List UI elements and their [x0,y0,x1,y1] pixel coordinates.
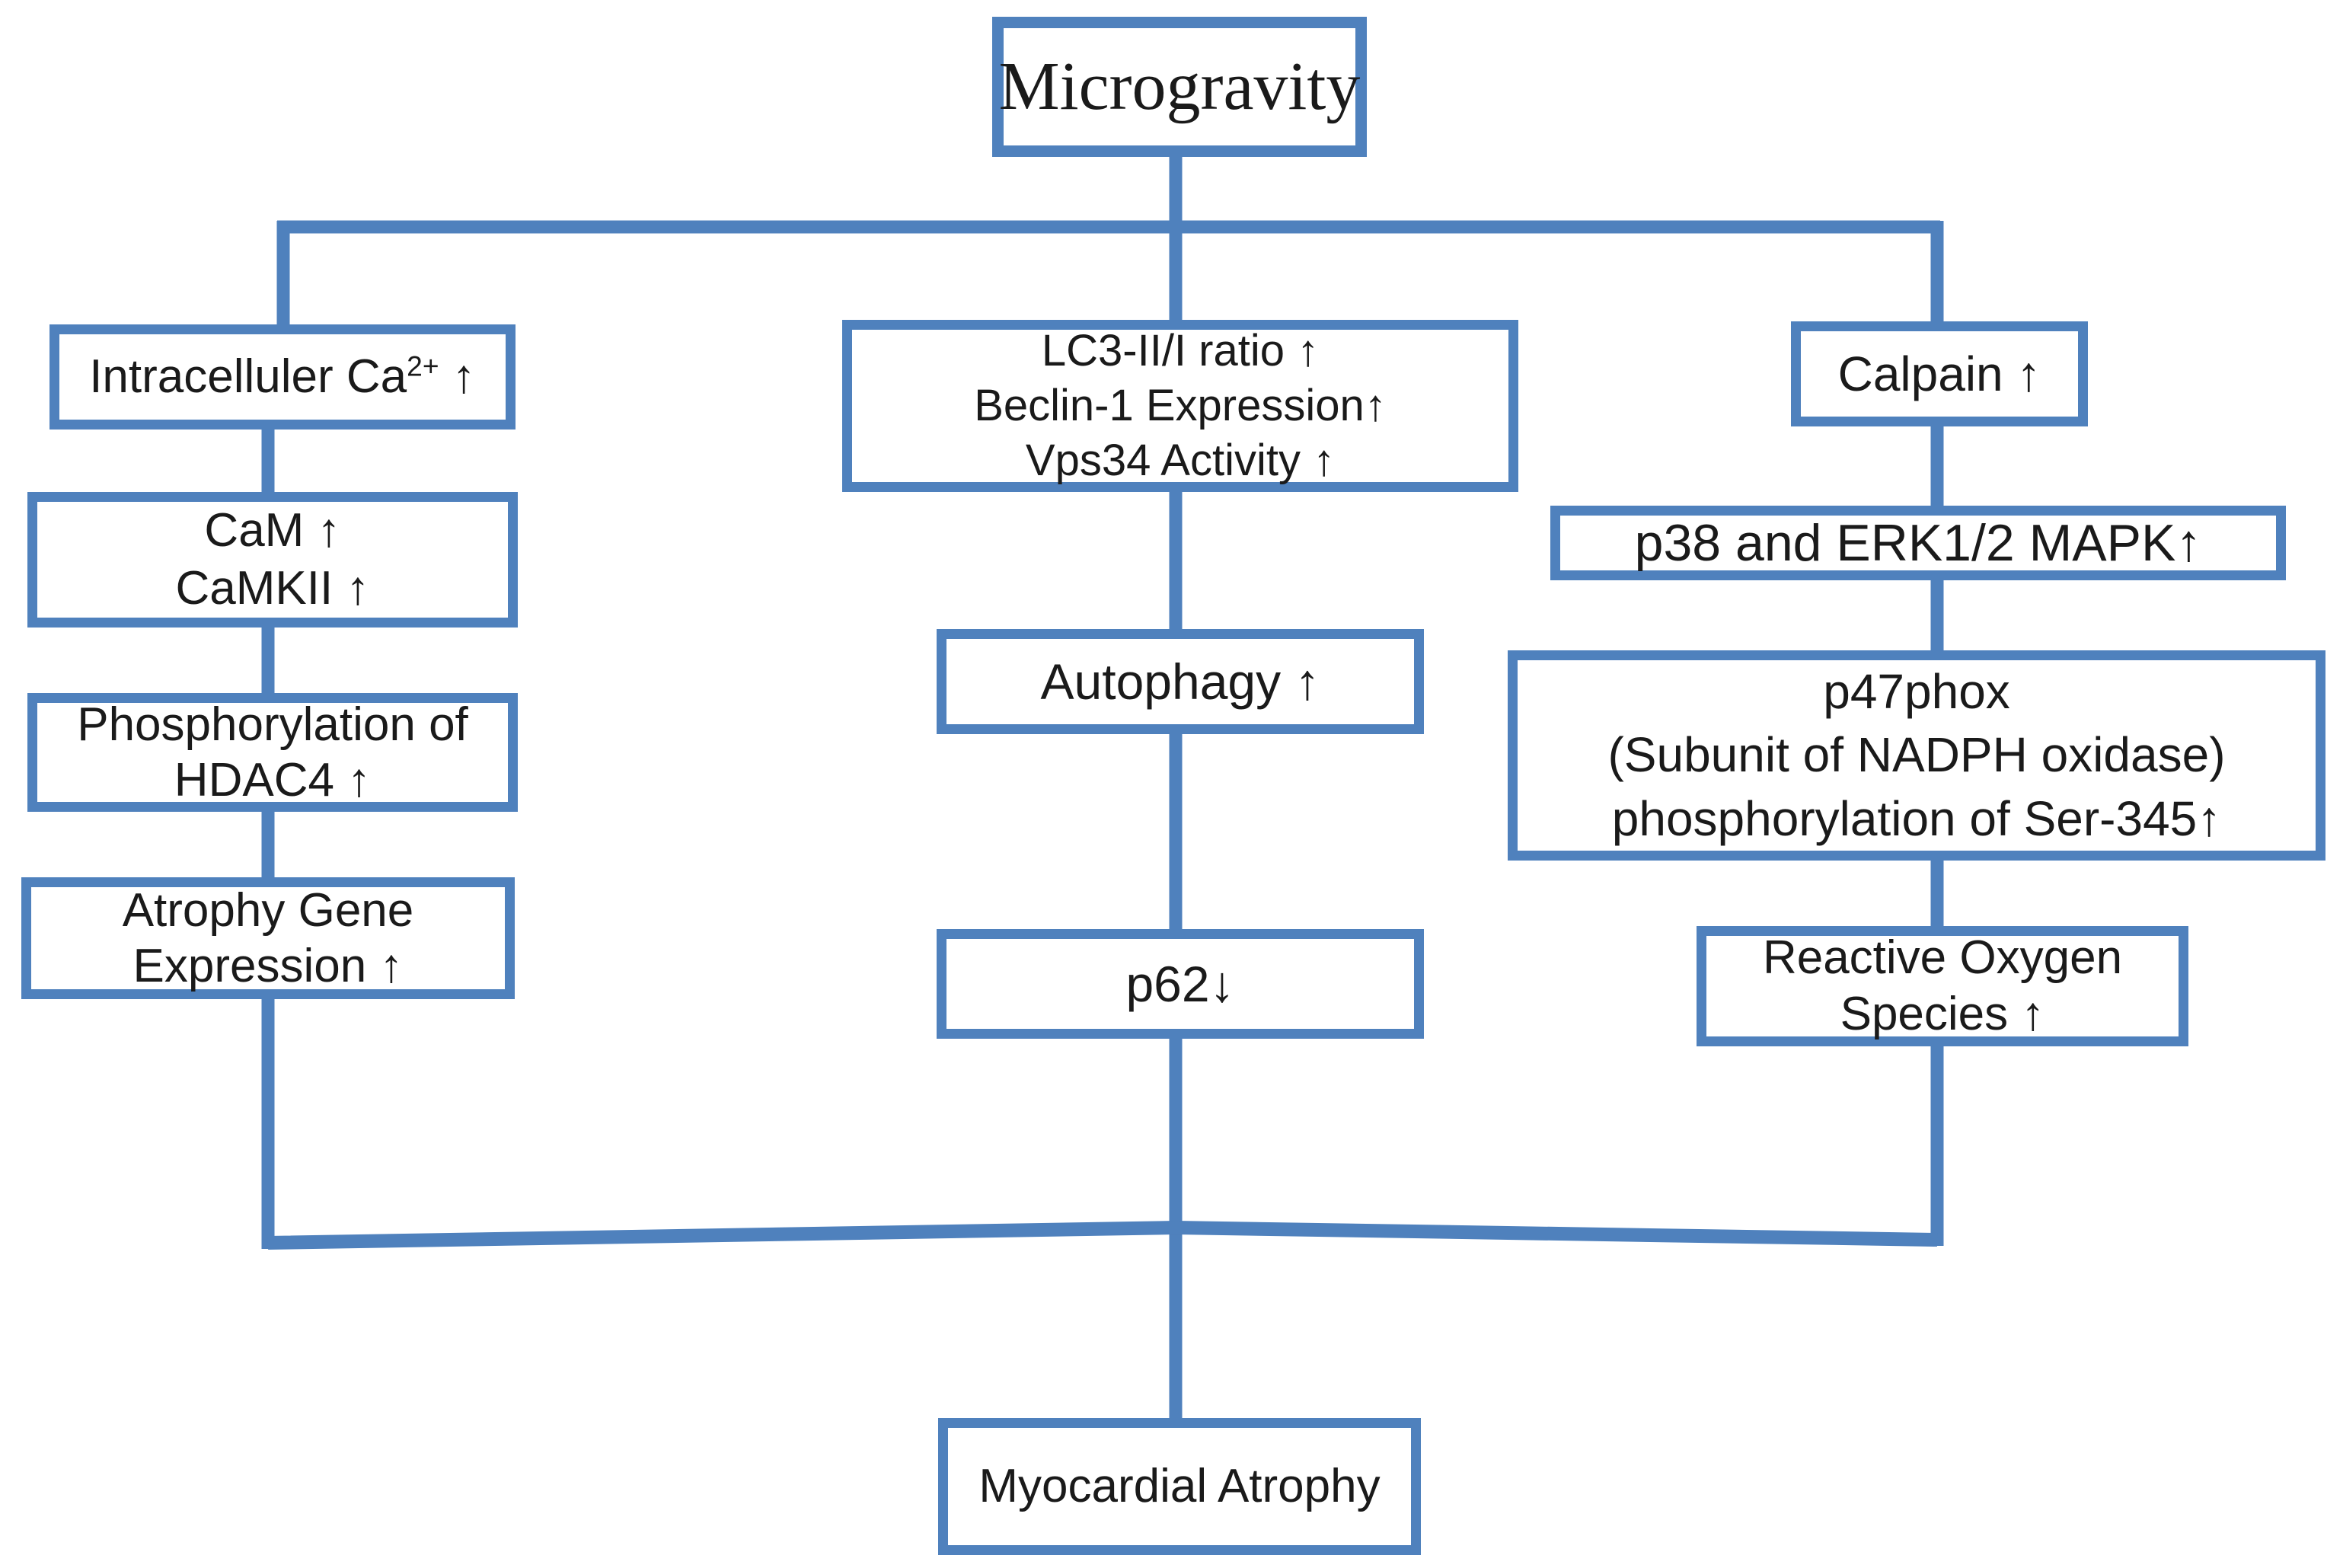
connector-merge-line [267,1220,1938,1250]
node-myocardial-atrophy: Myocardial Atrophy [938,1418,1421,1555]
node-cam-camkii: CaM ↑ CaMKII ↑ [27,492,518,628]
node-intracellular-ca: Intracelluler Ca2+ ↑ [49,324,516,430]
node-microgravity-label: Microgravity [998,49,1361,125]
node-p47phox: p47phox (Subunit of NADPH oxidase) phosp… [1508,650,2325,861]
node-autophagy-label: Autophagy ↑ [1040,653,1320,710]
node-phosphorylation-line-2: HDAC4 ↑ [174,754,372,806]
superscript-2plus: 2+ [407,350,439,382]
node-cam-line-2: CaMKII ↑ [175,562,370,615]
node-atrophy-gene-line-1: Atrophy Gene [122,883,414,937]
node-ros-line-1: Reactive Oxygen [1762,931,2123,984]
node-p47phox-line-3: phosphorylation of Ser-345↑ [1611,790,2222,846]
node-phosphorylation-line-1: Phosphorylation of [77,698,468,751]
node-autophagy-markers: LC3-II/I ratio ↑ Beclin-1 Expression↑ Vp… [842,320,1518,492]
node-p62: p62↓ [937,929,1424,1039]
node-reactive-oxygen-species: Reactive Oxygen Species ↑ [1697,926,2188,1046]
node-autophagy: Autophagy ↑ [937,629,1424,734]
node-p62-label: p62↓ [1125,955,1235,1012]
node-markers-line-lc3: LC3-II/I ratio ↑ [1041,326,1320,376]
node-markers-line-beclin: Beclin-1 Expression↑ [974,381,1387,431]
node-phosphorylation-hdac4: Phosphorylation of HDAC4 ↑ [27,693,518,812]
node-ros-line-2: Species ↑ [1840,988,2045,1040]
node-atrophy-gene-line-2: Expression ↑ [132,940,404,992]
node-p47phox-line-2: (Subunit of NADPH oxidase) [1607,727,2226,783]
node-myocardial-atrophy-label: Myocardial Atrophy [978,1460,1381,1513]
node-p47phox-line-1: p47phox [1823,664,2010,720]
node-intracellular-ca-label: Intracelluler Ca2+ ↑ [89,350,476,404]
node-cam-line-1: CaM ↑ [204,504,341,557]
node-p38-erk-mapk: p38 and ERK1/2 MAPK↑ [1550,506,2286,580]
node-markers-line-vps34: Vps34 Activity ↑ [1025,435,1336,485]
node-calpain: Calpain ↑ [1791,321,2088,426]
node-p38-erk-mapk-label: p38 and ERK1/2 MAPK↑ [1634,513,2202,572]
node-atrophy-gene-expression: Atrophy Gene Expression ↑ [21,877,515,999]
node-microgravity: Microgravity [992,17,1367,157]
node-calpain-label: Calpain ↑ [1837,346,2041,401]
